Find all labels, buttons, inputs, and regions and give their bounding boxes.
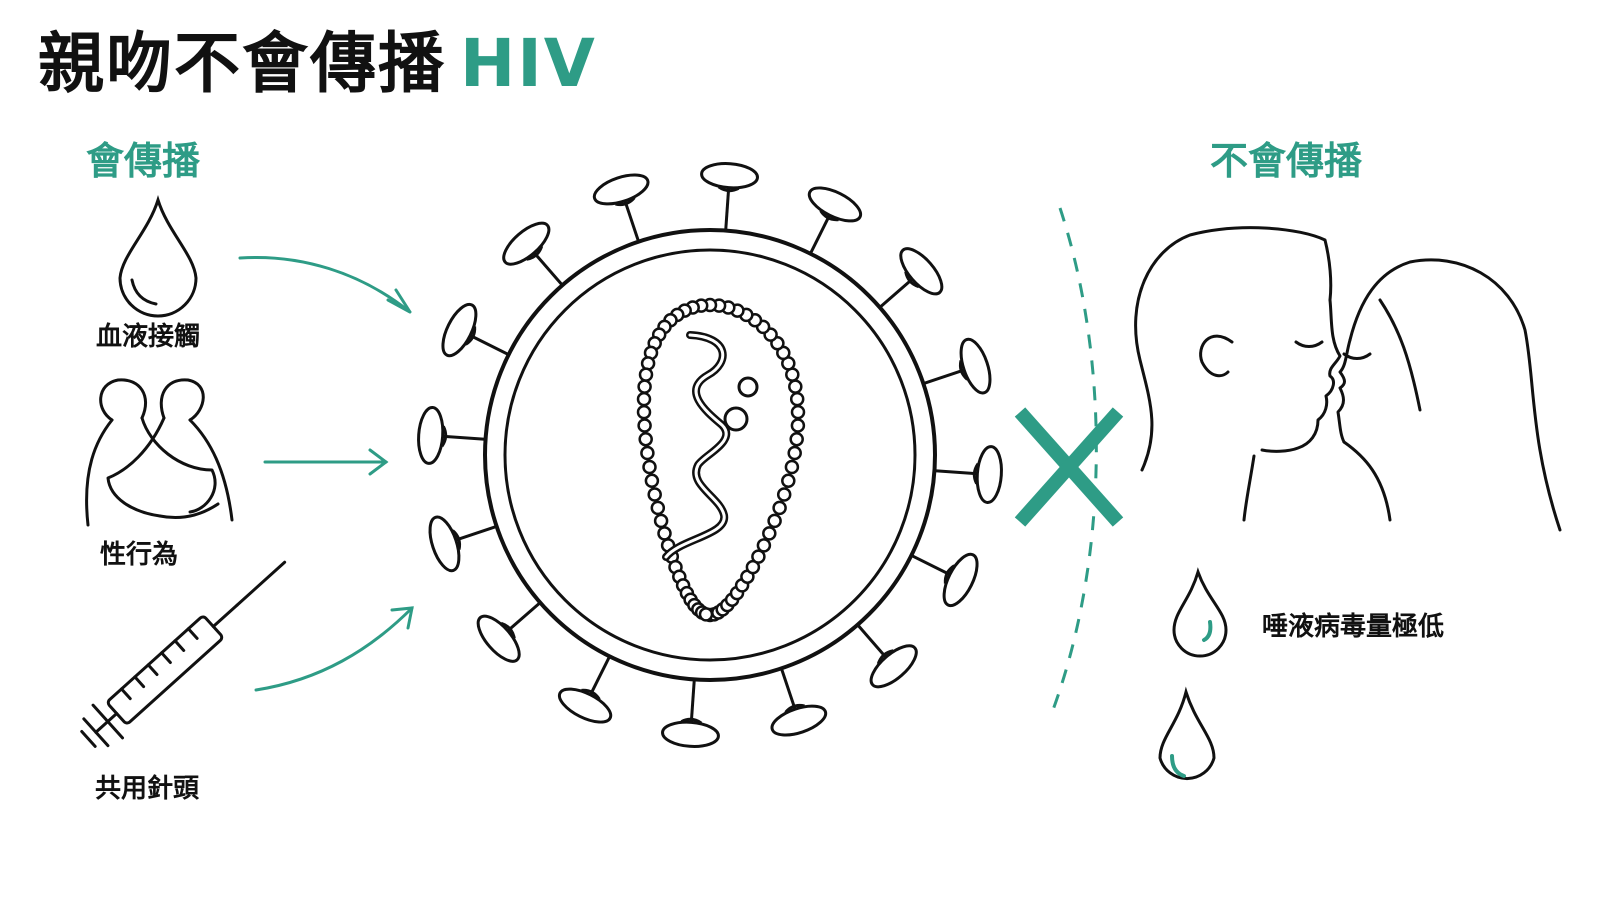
- kissing-couple-icon: [1134, 226, 1562, 532]
- title-main: 親吻不會傳播: [38, 25, 446, 102]
- capsid-bead: [637, 379, 652, 394]
- dashed-separator: [1048, 207, 1098, 719]
- embracing-couple-icon: [85, 378, 234, 527]
- capsid-bead: [790, 418, 806, 433]
- capsid-bead: [756, 538, 772, 553]
- capsid-bead: [790, 404, 806, 420]
- capsid-bead: [650, 500, 666, 516]
- sexual-activity-label: 性行為: [100, 540, 179, 570]
- capsid-bead: [638, 431, 653, 447]
- capsid-bead: [638, 367, 654, 382]
- capsid-bead: [640, 356, 656, 371]
- arrow-blood-to-virus: [238, 255, 412, 314]
- capsid-bead: [751, 549, 766, 564]
- virus-spike: [415, 405, 492, 469]
- hiv-virus-icon: [415, 160, 1005, 750]
- virus-spike: [660, 673, 724, 750]
- capsid-bead: [789, 431, 804, 447]
- capsid-bead: [653, 513, 669, 529]
- capsid-bead: [789, 391, 805, 407]
- capsid-bead: [647, 487, 662, 502]
- saliva-drop-icon: [1158, 686, 1216, 781]
- virus-spike: [928, 441, 1005, 505]
- capsid-bead: [767, 513, 782, 529]
- capsid-bead: [637, 418, 652, 433]
- capsid-bead: [698, 607, 714, 622]
- virus-spike: [696, 160, 760, 237]
- capsid-bead: [640, 445, 655, 461]
- capsid-bead: [657, 526, 672, 541]
- transmits-heading: 會傳播: [86, 139, 201, 183]
- blood-drop-icon: [118, 194, 198, 318]
- capsid-bead: [776, 487, 792, 502]
- shared-needles-label: 共用針頭: [95, 774, 200, 804]
- capsid-bead: [642, 459, 657, 475]
- saliva-note-label: 唾液病毒量極低: [1262, 612, 1445, 642]
- saliva-drop-icon: [1172, 567, 1228, 658]
- capsid-bead: [781, 473, 796, 489]
- arrow-needle-to-virus: [254, 606, 414, 692]
- capsid-bead: [784, 459, 800, 475]
- blood-contact-label: 血液接觸: [96, 322, 201, 352]
- capsid-bead: [788, 379, 803, 394]
- not-transmits-heading: 不會傳播: [1210, 139, 1363, 183]
- capsid-bead: [762, 526, 777, 541]
- arrow-sex-to-virus: [263, 448, 389, 476]
- capsid-bead: [772, 500, 787, 516]
- syringe-icon: [80, 560, 287, 748]
- capsid-bead: [787, 445, 802, 461]
- cross-mark-icon: [1014, 407, 1124, 527]
- capsid-bead: [644, 473, 660, 489]
- capsid-bead: [636, 404, 652, 420]
- title-accent: HIV: [460, 25, 597, 102]
- capsid-bead: [636, 391, 652, 407]
